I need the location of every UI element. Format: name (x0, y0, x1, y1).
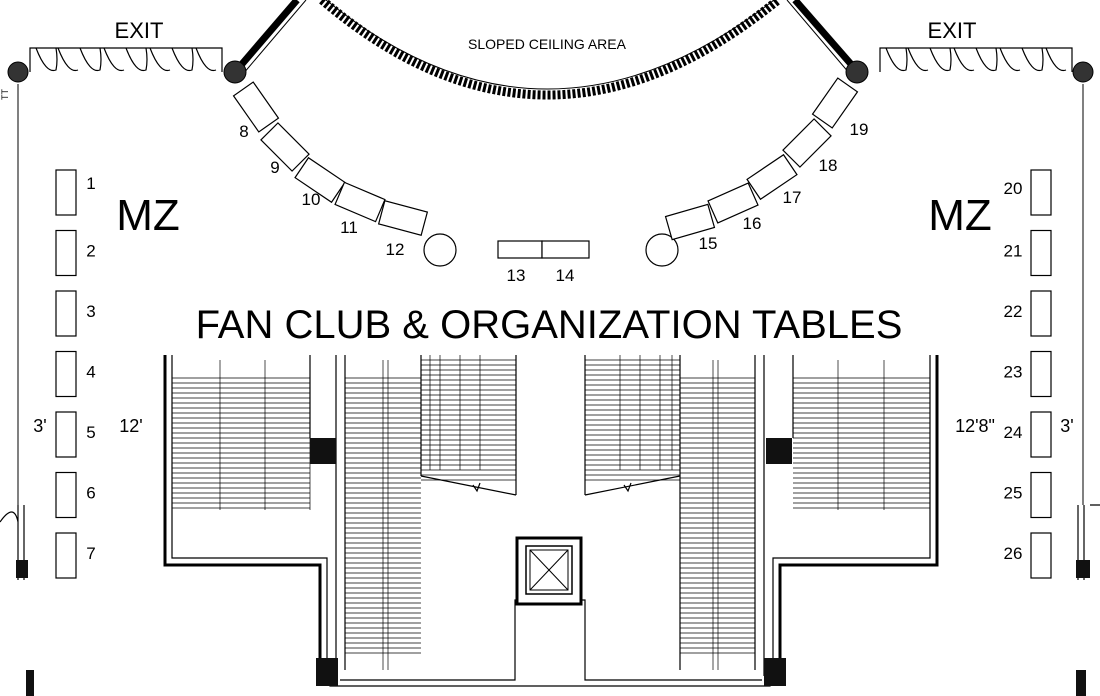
table-label: 8 (239, 122, 248, 141)
table-label: 23 (1004, 363, 1023, 382)
table-label: 3 (86, 302, 95, 321)
table-label: 16 (743, 214, 762, 233)
side-table-23 (1030, 350, 1052, 398)
table-label: 1 (86, 174, 95, 193)
table-label: 17 (783, 188, 802, 207)
table-13 (497, 240, 543, 259)
seat-rows (172, 355, 930, 670)
table-label: 11 (340, 218, 358, 237)
table-18 (782, 118, 832, 168)
stairs (316, 658, 338, 686)
table-label: 20 (1004, 179, 1023, 198)
elevator (515, 536, 583, 606)
table-15 (664, 203, 716, 241)
column (845, 60, 869, 84)
side-table-20 (1030, 169, 1052, 216)
side-table-24 (1030, 411, 1052, 458)
table-19 (811, 77, 859, 129)
table-label: 5 (86, 423, 95, 442)
table-label: 12 (386, 240, 405, 259)
dimension-right-inner: 12'8" (955, 416, 995, 436)
seating-area (163, 355, 939, 687)
side-table-3 (55, 290, 77, 337)
column (223, 60, 247, 84)
section-title: FAN CLUB & ORGANIZATION TABLES (196, 303, 903, 347)
round-table (423, 233, 457, 267)
mezzanine-label-right: MZ (928, 191, 992, 240)
exit-label-right: EXIT (928, 18, 977, 43)
side-table-25 (1030, 471, 1052, 519)
table-9 (260, 122, 310, 172)
table-10 (294, 156, 346, 204)
table-label: 2 (86, 242, 95, 261)
sloped-ceiling-label: SLOPED CEILING AREA (468, 36, 627, 52)
stairs (766, 438, 792, 464)
table-label: 26 (1004, 544, 1023, 563)
table-label: 19 (850, 120, 869, 139)
dimension-left-inner: 12' (119, 416, 142, 436)
side-table-6 (55, 471, 77, 519)
table-11 (334, 181, 386, 223)
mezzanine-label-left: MZ (116, 191, 180, 240)
dimension-right-outer: 3' (1060, 416, 1073, 436)
table-8 (232, 81, 280, 133)
side-table-2 (55, 229, 77, 277)
table-label: 18 (819, 156, 838, 175)
table-label: 15 (699, 234, 718, 253)
table-12 (377, 199, 429, 237)
side-table-4 (55, 350, 77, 398)
side-table-21 (1030, 229, 1052, 277)
table-label: 4 (86, 363, 95, 382)
vertical-mark: TT (0, 89, 10, 100)
table-17 (746, 153, 798, 201)
exit-doors-right (879, 47, 1073, 72)
round-table (645, 233, 679, 267)
stairs (310, 438, 336, 464)
table-label: 22 (1004, 302, 1023, 321)
side-table-26 (1030, 532, 1052, 579)
column (1072, 61, 1094, 83)
table-14 (541, 240, 590, 259)
side-table-1 (55, 169, 77, 216)
table-label: 25 (1004, 484, 1023, 503)
table-label: 14 (556, 266, 575, 285)
side-table-5 (55, 411, 77, 458)
right-table-column: 20 21 22 23 24 25 26 (1004, 169, 1052, 579)
table-label: 6 (86, 484, 95, 503)
left-table-column: 1 2 3 4 5 6 7 (55, 169, 96, 579)
arc-tables-left (232, 81, 429, 237)
table-16 (707, 182, 759, 224)
exit-label-left: EXIT (115, 18, 164, 43)
table-label: 10 (302, 190, 321, 209)
side-table-7 (55, 532, 77, 579)
table-label: 24 (1004, 423, 1023, 442)
side-table-22 (1030, 290, 1052, 337)
ceiling-curtain (319, 0, 781, 100)
table-label: 13 (507, 266, 526, 285)
exit-doors-left (29, 47, 223, 72)
table-label: 9 (270, 158, 279, 177)
dimension-left-outer: 3' (33, 416, 46, 436)
stairs (764, 658, 786, 686)
table-label: 7 (86, 544, 95, 563)
table-label: 21 (1004, 242, 1023, 261)
column (7, 61, 29, 83)
arc-tables-right (664, 77, 859, 241)
